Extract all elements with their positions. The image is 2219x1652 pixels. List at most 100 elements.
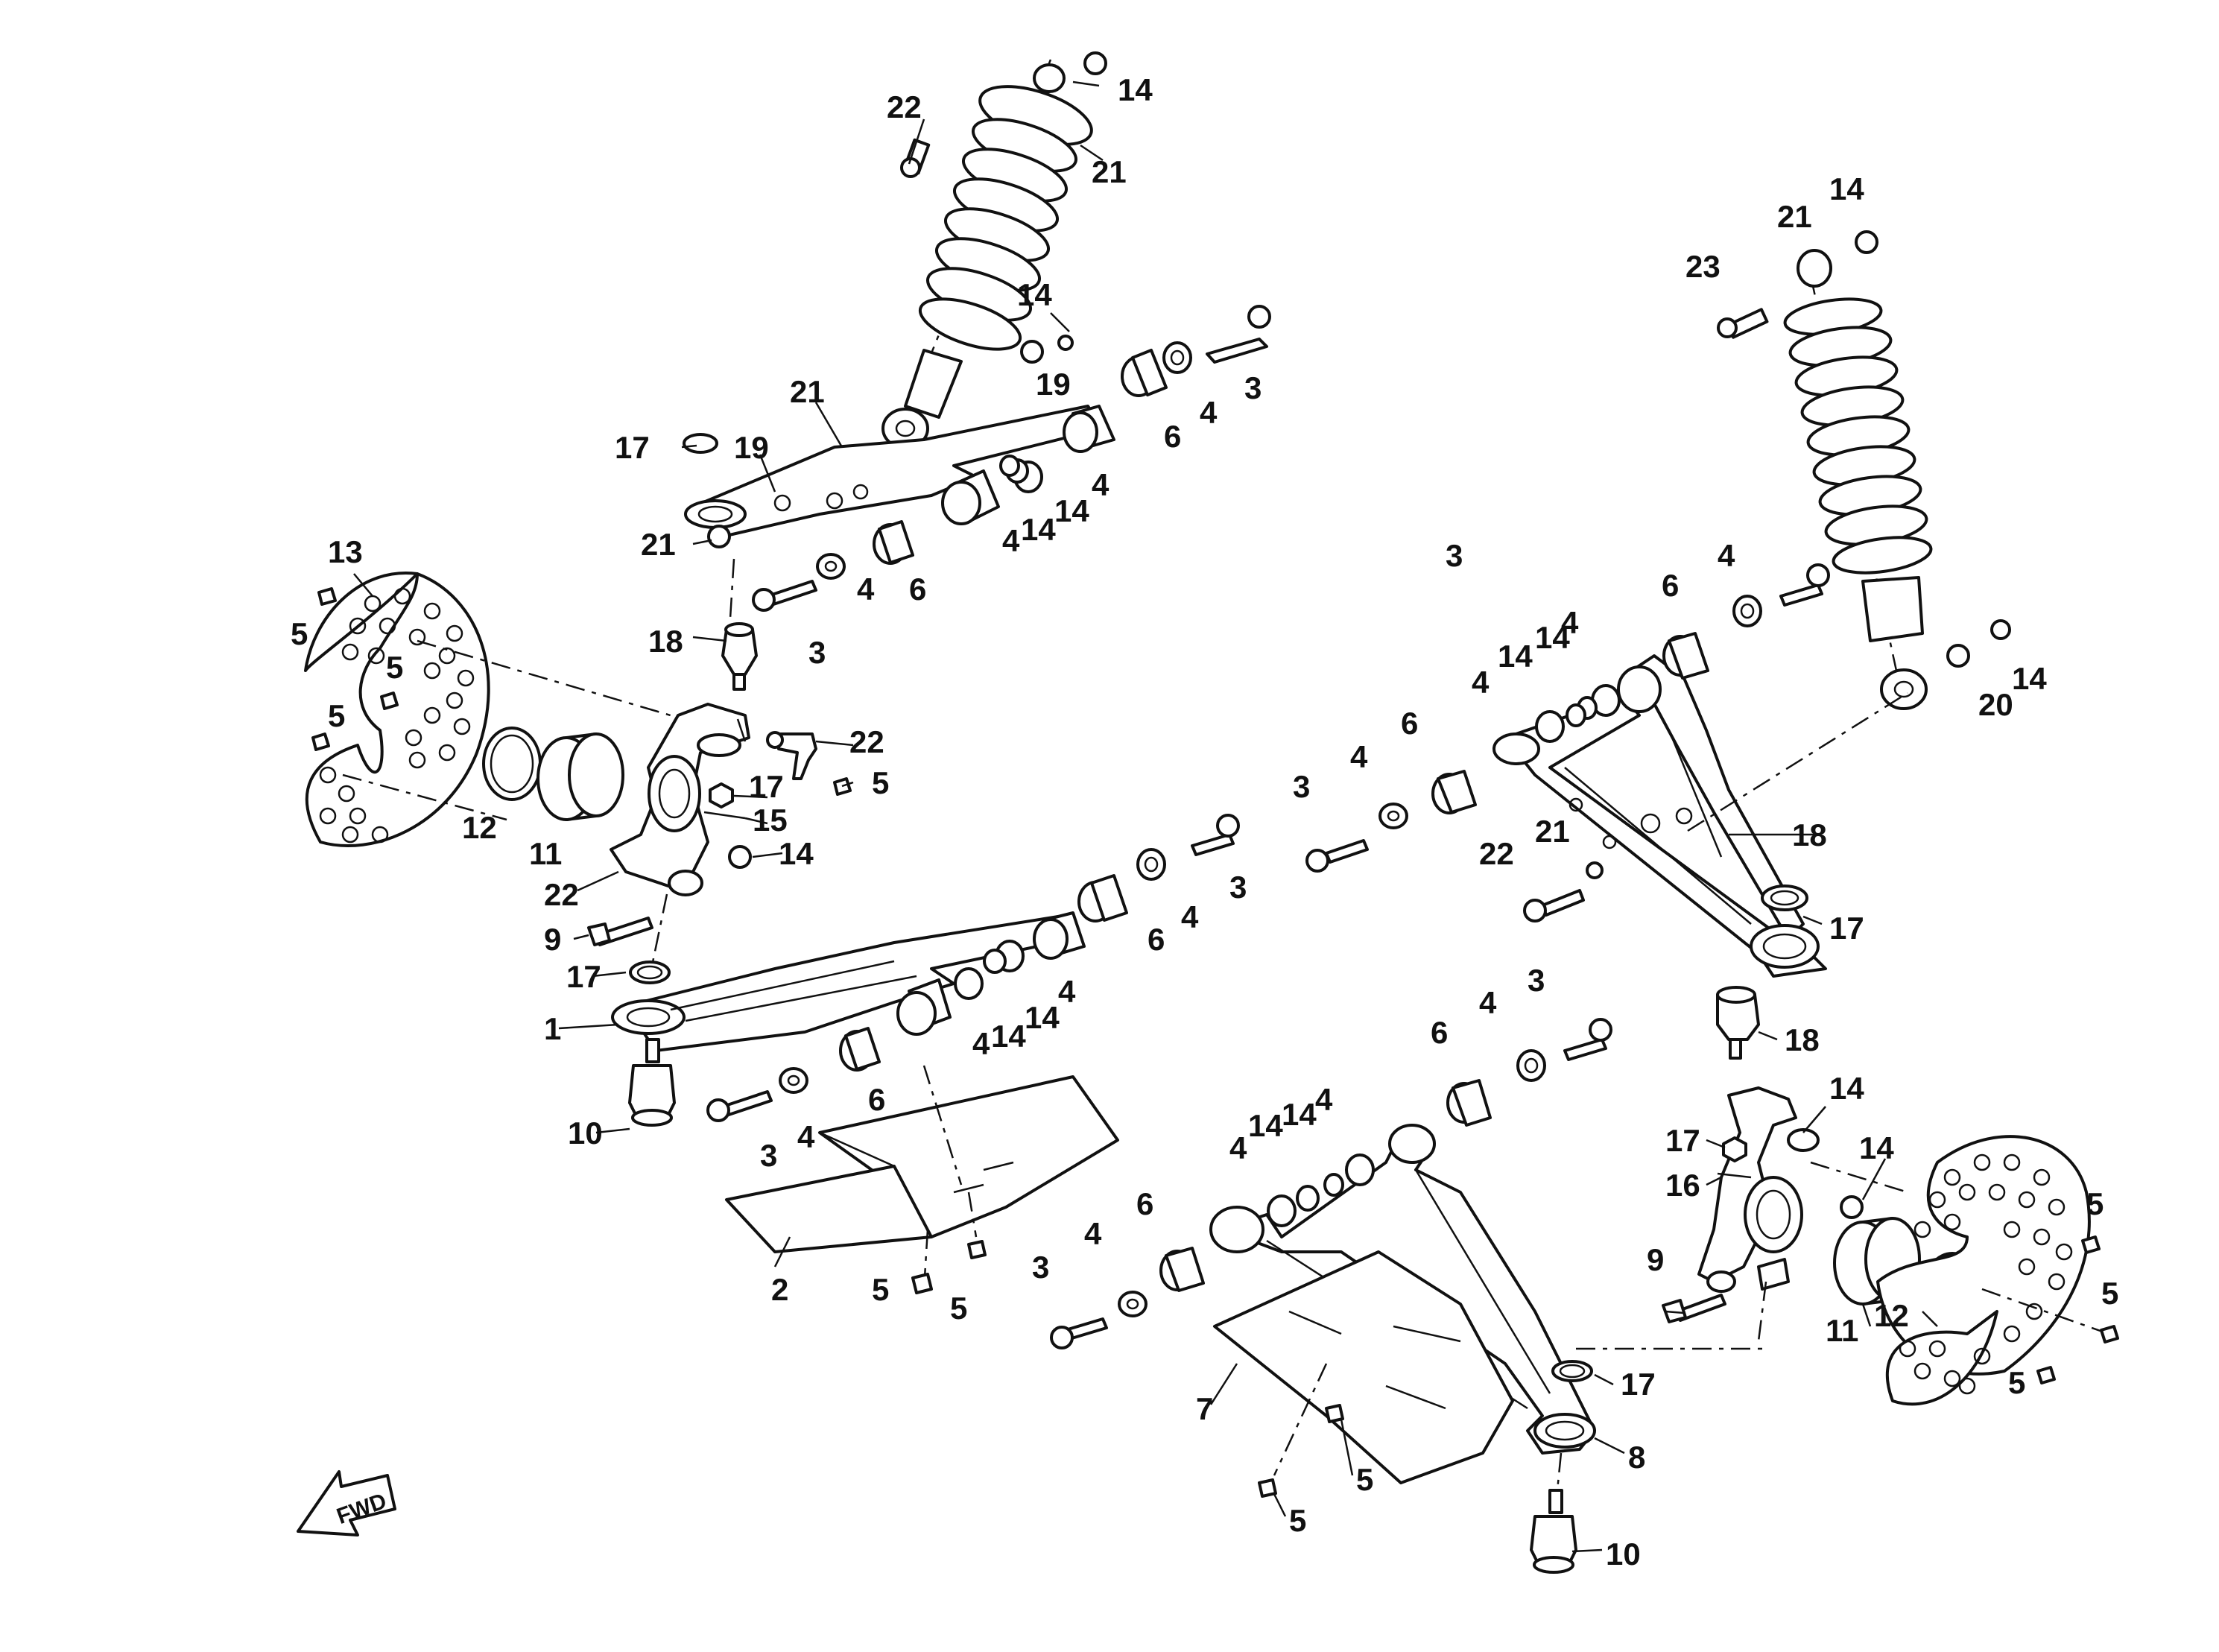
callout-27: 22 [887,89,922,124]
bolt-9-left [587,917,653,946]
brake-disc-right [1876,1135,2091,1406]
callout-6: 6 [1401,706,1418,741]
nut-18-left [709,782,734,808]
callout-9: 9 [544,922,561,957]
callout-4: 4 [1181,899,1199,934]
callout-21: 20 [1978,687,2013,722]
callout-25: 22 [544,877,579,912]
callout-21: 19 [734,430,769,465]
callout-7: 7 [1196,1391,1213,1426]
callout-4: 4 [1092,467,1110,502]
nut-18-right [1722,1136,1747,1162]
callout-5: 5 [386,650,403,685]
callout-14: 14 [1859,1130,1894,1165]
callout-3: 3 [808,635,826,670]
seal-12-left [482,727,542,801]
callout-14: 14 [1535,620,1570,655]
callout-3: 3 [1528,963,1545,998]
bolt-9-right [1662,1294,1726,1323]
callout-26: 22 [1479,836,1514,871]
callout-10: 10 [1606,1537,1641,1572]
callout-14: 14 [1498,639,1533,674]
callout-6: 6 [868,1082,885,1117]
hub-11-left [536,732,624,821]
callout-17: 17 [1621,1367,1656,1402]
callout-23: 21 [790,374,825,409]
callout-3: 3 [1244,370,1262,405]
nut-14-knuckle-left [728,845,752,869]
callout-17: 17 [615,430,650,465]
callout-4: 4 [1350,739,1368,774]
callout-1: 1 [544,1011,561,1046]
upper-left-bushings [683,305,1271,619]
callout-14: 14 [779,836,814,871]
upper-right-bushings [1305,563,1830,922]
callout-4: 4 [972,1026,990,1061]
callout-15: 14 [1829,1071,1864,1106]
callout-20: 18 [1792,817,1827,852]
callout-14: 14 [1118,72,1153,107]
nut-14-knuckle-right [1840,1195,1864,1219]
sensor-24 [766,731,817,780]
callout-5: 5 [950,1291,967,1326]
ball-joint-19-right [1716,986,1760,1060]
callout-3: 3 [1229,870,1247,905]
callout-4: 4 [1315,1082,1333,1117]
shock-absorber-right [1717,230,2011,710]
callout-4: 4 [1229,1130,1247,1165]
callout-4: 4 [1200,395,1218,430]
ball-joint-19-left [721,622,758,691]
callout-14: 14 [1021,512,1056,547]
callout-5: 5 [328,698,345,733]
callout-6: 6 [1431,1015,1448,1050]
callout-4: 4 [1472,665,1490,700]
callout-5: 5 [2101,1276,2118,1311]
shock-absorber-left [881,51,1107,449]
lower-left-bushings [629,814,1240,1122]
callout-14: 14 [2012,661,2047,696]
callout-6: 6 [1148,922,1165,957]
callout-14: 14 [1829,171,1864,206]
callout-11: 11 [1826,1313,1858,1348]
callout-4: 4 [1718,538,1735,573]
callout-5: 5 [2086,1186,2104,1221]
skid-plate-left [725,1065,1119,1294]
callout-14: 14 [1025,1000,1060,1035]
callout-14: 14 [991,1019,1026,1054]
callout-17: 17 [566,959,601,994]
callout-3: 3 [1293,769,1310,804]
callout-5: 5 [1356,1462,1373,1497]
callout-18: 17 [749,769,784,804]
callout-10: 10 [568,1115,603,1151]
callout-24: 22 [849,724,884,759]
callout-numbers: 22 14 21 14 19 21 3 4 6 17 19 4 14 14 4 … [291,72,2118,1572]
callout-5: 5 [2008,1365,2025,1400]
callout-21: 19 [1036,367,1071,402]
upper-a-arm-left [684,405,1115,538]
callout-4: 4 [1084,1216,1102,1251]
callout-14: 14 [1248,1108,1283,1143]
callout-14: 14 [1282,1097,1317,1132]
callout-4: 4 [1058,974,1076,1009]
callout-14: 14 [1017,277,1052,312]
callout-6: 6 [1164,419,1181,454]
ball-joint-10-right [1530,1489,1577,1574]
callout-21: 21 [1535,814,1570,849]
callout-3: 3 [1032,1250,1049,1285]
upper-a-arm-right [1492,654,1827,978]
coil-spring-left [918,85,1093,351]
callout-4: 4 [1002,523,1020,558]
callout-8: 8 [1628,1440,1645,1475]
callout-17: 17 [1829,911,1864,946]
callout-19: 18 [648,624,683,659]
callout-5: 5 [872,1272,889,1307]
callout-18: 17 [1665,1123,1700,1158]
callout-6: 6 [1136,1186,1153,1221]
steering-knuckle-right [1697,1086,1820,1293]
callout-26: 21 [641,527,676,562]
forward-arrow-icon: FWD [297,1470,396,1537]
steering-knuckle-left [610,703,750,896]
callout-22: 21 [1777,199,1812,234]
callout-14: 14 [1054,493,1089,528]
